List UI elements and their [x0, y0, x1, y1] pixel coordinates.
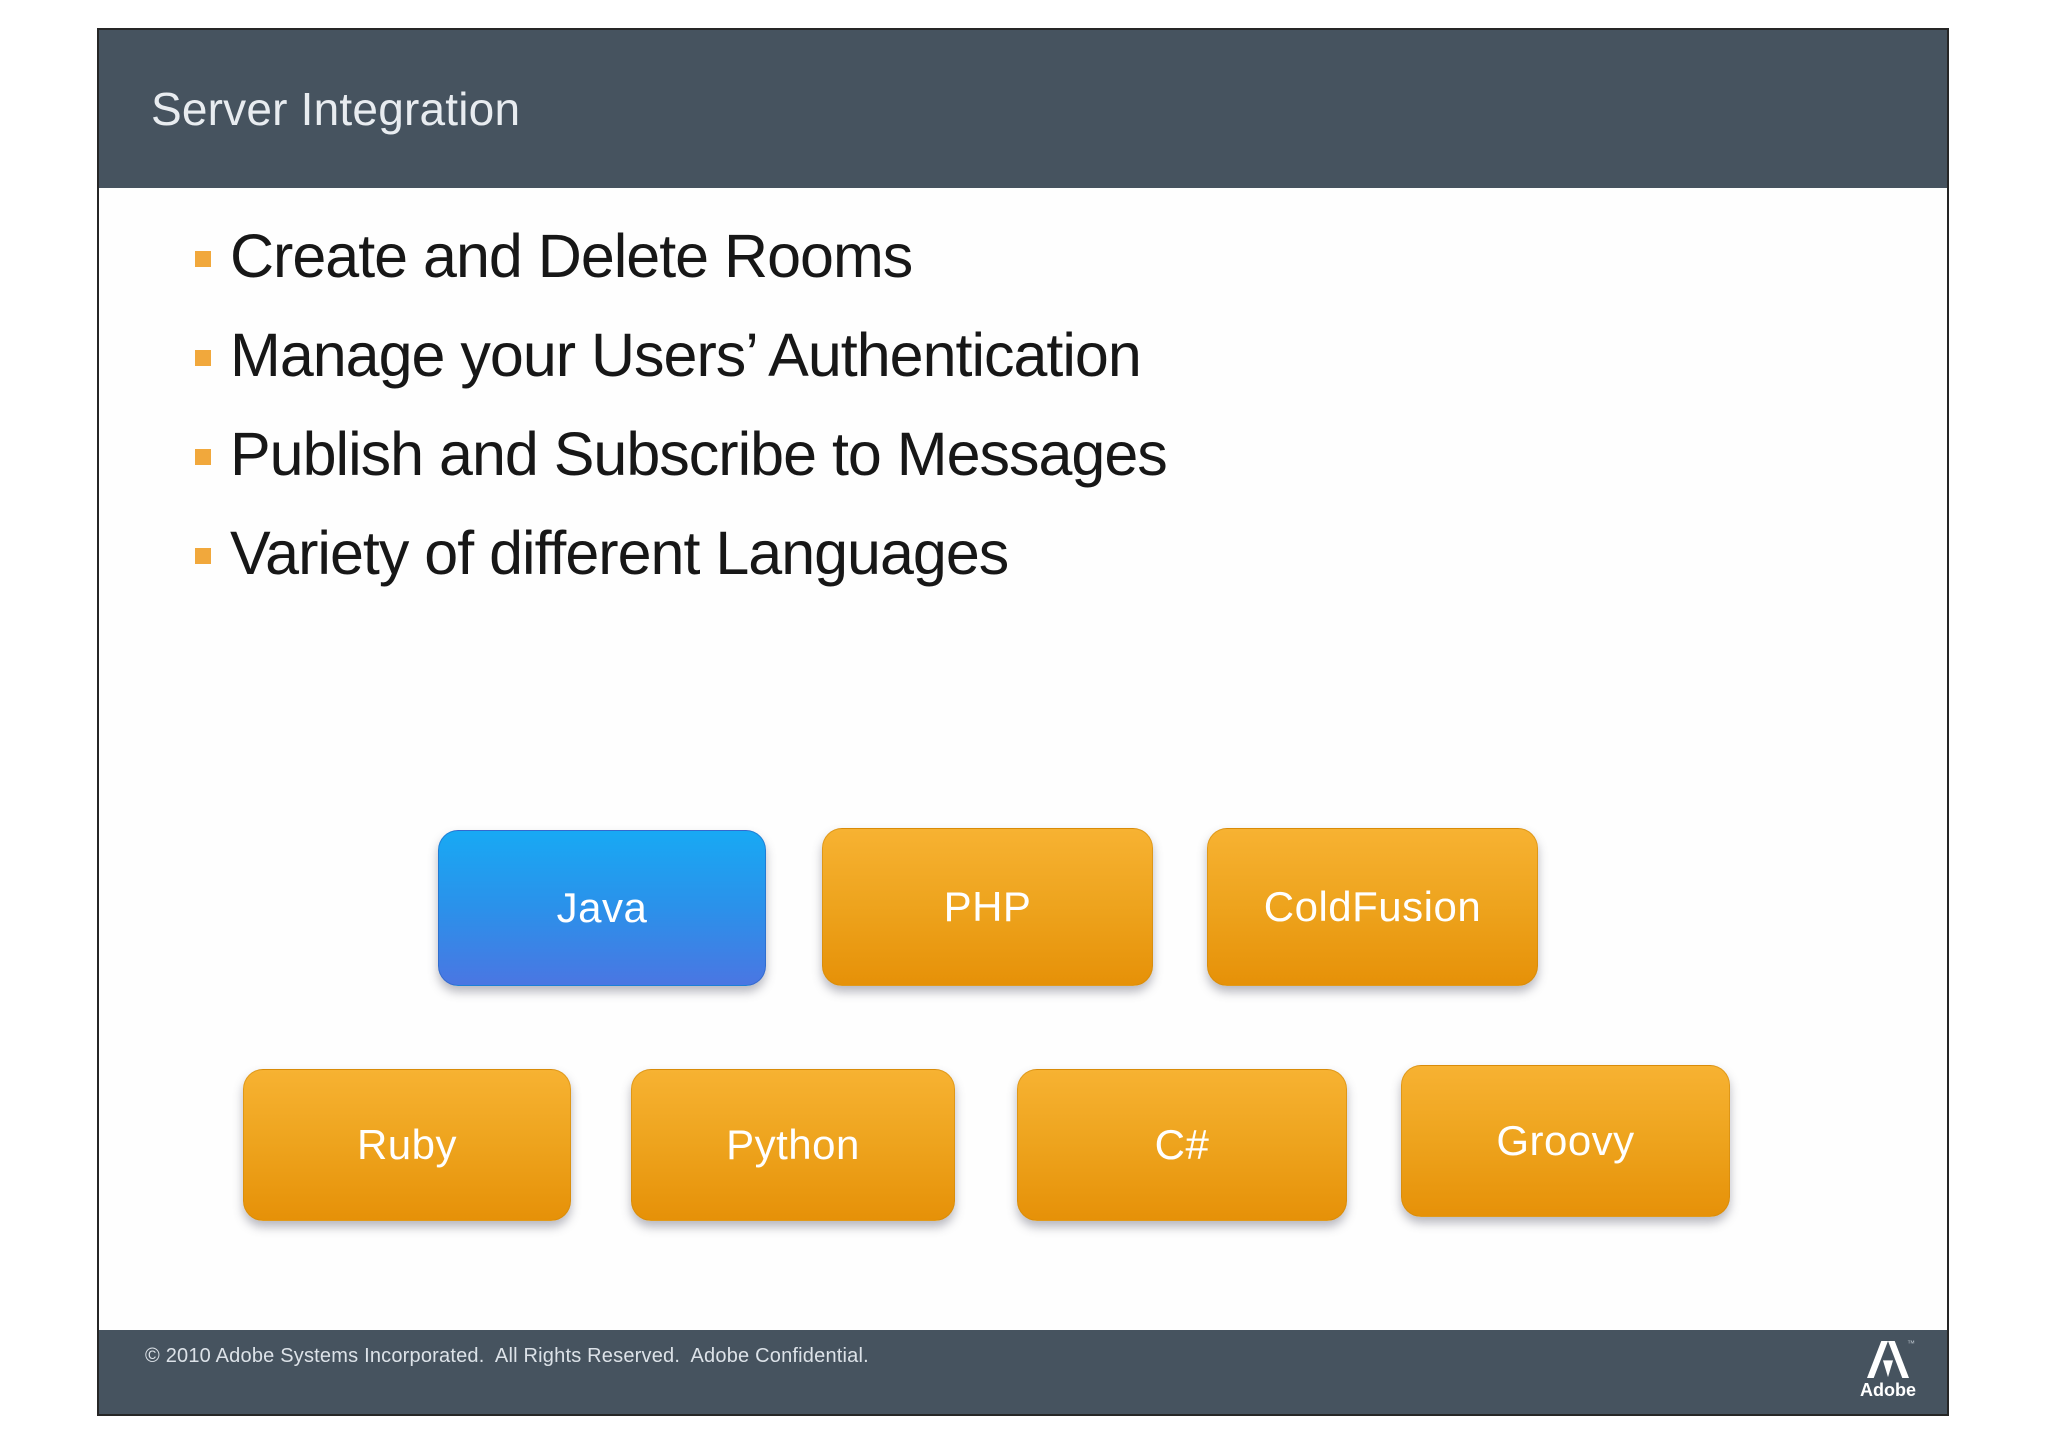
- language-box-label: Ruby: [356, 1121, 458, 1168]
- language-box-ruby: Ruby: [243, 1069, 571, 1221]
- language-box-label: Groovy: [1496, 1117, 1635, 1164]
- bullet-square-icon: [195, 250, 211, 267]
- adobe-a-icon: [1867, 1341, 1909, 1378]
- adobe-wordmark: Adobe: [1860, 1380, 1916, 1400]
- language-box-label: Python: [726, 1121, 860, 1168]
- language-box-label: PHP: [943, 883, 1032, 930]
- bullet-text: Variety of different Languages: [230, 518, 1009, 587]
- bullet-text: Create and Delete Rooms: [230, 221, 913, 290]
- slide-title: Server Integration: [151, 83, 521, 135]
- language-box-label: Java: [556, 884, 648, 931]
- language-box-php: PHP: [822, 828, 1153, 986]
- language-box-groovy: Groovy: [1401, 1065, 1730, 1217]
- slide-header: Server Integration: [99, 30, 1947, 188]
- language-box-label: C#: [1154, 1121, 1210, 1168]
- bullet-square-icon: [195, 349, 211, 366]
- bullet-square-icon: [195, 448, 211, 465]
- bullet-text: Manage your Users’ Authentication: [230, 320, 1142, 389]
- language-box-java: Java: [438, 830, 766, 986]
- bullet-item: Publish and Subscribe to Messages: [195, 404, 1168, 503]
- language-box-coldfusion: ColdFusion: [1207, 828, 1538, 986]
- bullet-item: Variety of different Languages: [195, 503, 1167, 602]
- trademark-symbol: ™: [1907, 1339, 1915, 1348]
- copyright-text: © 2010 Adobe Systems Incorporated. All R…: [145, 1345, 869, 1367]
- bullet-item: Manage your Users’ Authentication: [195, 305, 1167, 404]
- bullet-text: Publish and Subscribe to Messages: [230, 419, 1168, 488]
- language-box-csharp: C#: [1017, 1069, 1347, 1221]
- language-box-python: Python: [631, 1069, 955, 1221]
- bullet-square-icon: [195, 547, 211, 564]
- language-box-label: ColdFusion: [1263, 883, 1482, 930]
- slide-footer: © 2010 Adobe Systems Incorporated. All R…: [99, 1330, 1947, 1414]
- presentation-slide: Server Integration Create and Delete Roo…: [97, 28, 1949, 1416]
- bullet-list: Create and Delete Rooms Manage your User…: [195, 206, 1168, 602]
- bullet-item: Create and Delete Rooms: [195, 206, 1167, 305]
- adobe-logo: ™ Adobe: [1853, 1339, 1923, 1401]
